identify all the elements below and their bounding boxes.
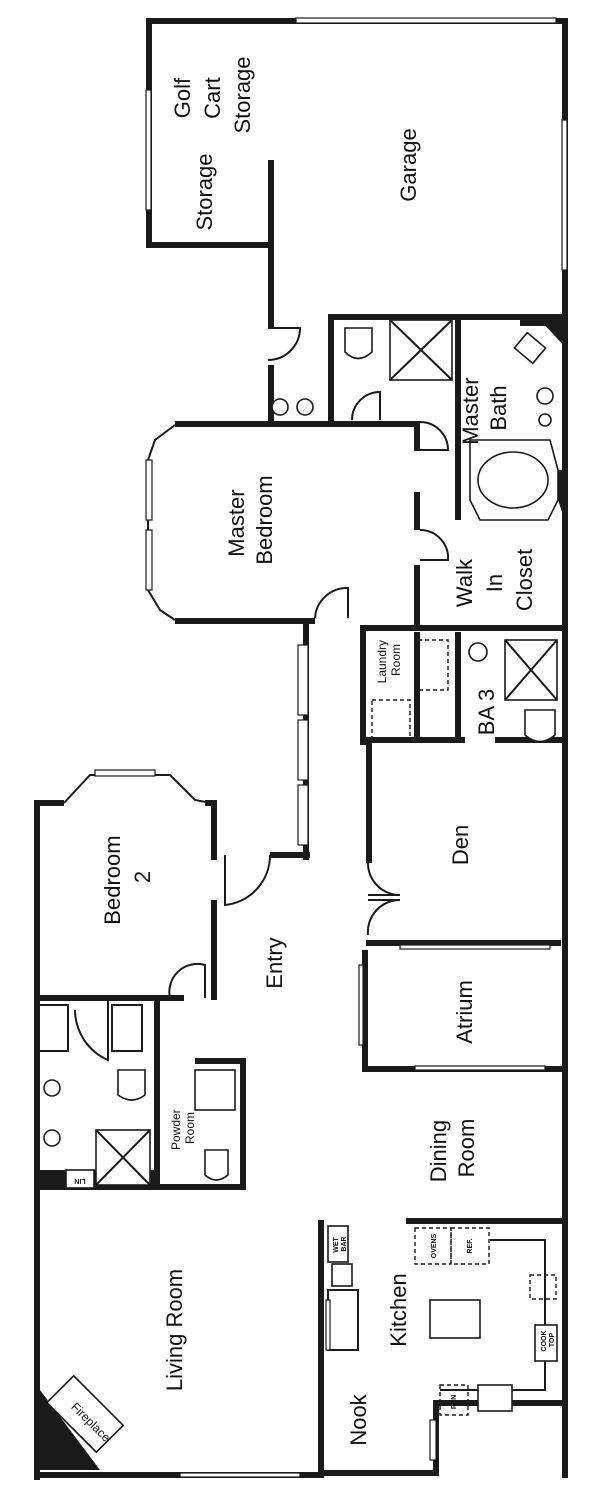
label-linen: LIN [74, 1177, 85, 1184]
fixtures [37, 319, 559, 1470]
label-nook: Nook [346, 1393, 371, 1445]
appliance-labels: WET BAR LIN OVENS REF. COOK TOP PAN [74, 1177, 556, 1409]
label-master-bath: Master Bath [458, 371, 511, 444]
label-garage: Garage [396, 128, 421, 201]
label-master-bedroom: Master Bedroom [224, 475, 277, 564]
label-cook-top: COOK TOP [541, 1329, 556, 1352]
label-golf-cart-storage: Golf Cart Storage [170, 56, 255, 133]
label-walk-in-closet: Walk In Closet [452, 549, 537, 611]
label-ref: REF. [467, 1238, 474, 1253]
master-bedroom-bay [145, 424, 176, 621]
label-den: Den [448, 825, 473, 865]
label-entry: Entry [262, 937, 287, 988]
label-dining-room: Dining Room [426, 1114, 479, 1183]
label-ovens: OVENS [431, 1233, 438, 1258]
label-ba-3: BA 3 [474, 689, 499, 735]
doors [74, 327, 450, 1062]
label-wet-bar: WET BAR [333, 1235, 348, 1253]
label-atrium: Atrium [452, 980, 477, 1044]
windows [145, 17, 568, 1478]
label-laundry-room: Laundry Room [375, 637, 403, 684]
label-kitchen: Kitchen [386, 1273, 411, 1346]
label-storage: Storage [192, 153, 217, 230]
label-bedroom-2: Bedroom 2 [100, 829, 155, 924]
label-pantry: PAN [451, 1395, 458, 1409]
label-living-room: Living Room [162, 1269, 187, 1391]
label-powder-room: Powder Room [169, 1106, 197, 1150]
room-labels: Golf Cart Storage Storage Garage Master … [68, 56, 537, 1445]
bedroom-2-bay [63, 769, 212, 804]
